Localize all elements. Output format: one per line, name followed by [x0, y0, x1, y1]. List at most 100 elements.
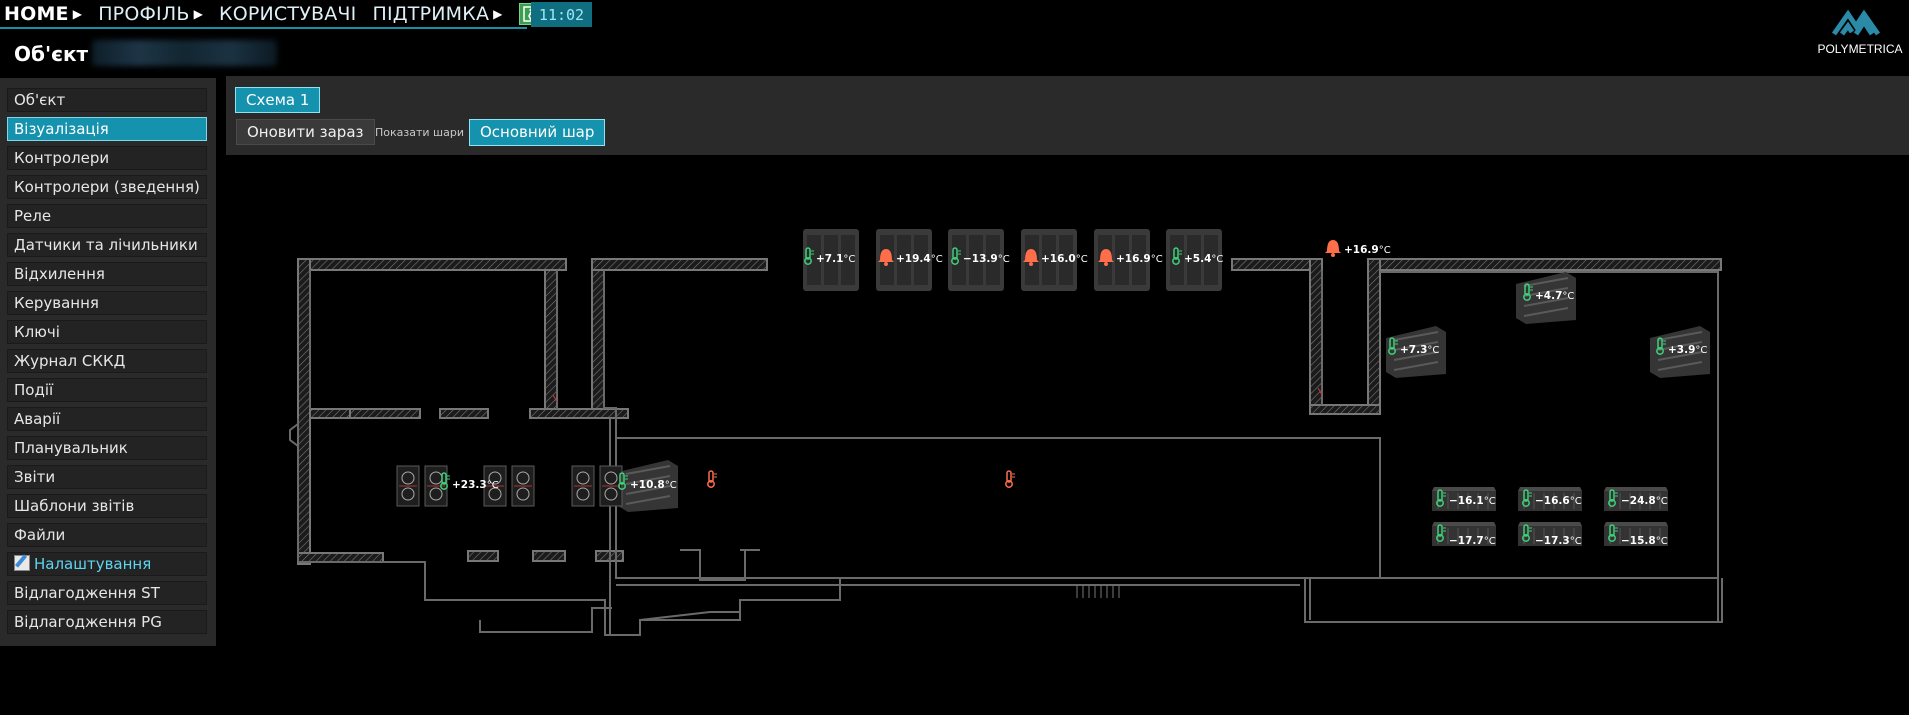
svg-text:−24.8°C: −24.8°C	[1621, 495, 1668, 507]
reading-center-case: +10.8	[630, 479, 665, 491]
sensor-left-room[interactable]: +23.3°C	[440, 472, 499, 491]
reading-right-1: +4.7	[1535, 290, 1562, 302]
sensor-freezer-1[interactable]: −16.1°C	[1436, 489, 1496, 507]
reading-unit: °C	[1211, 254, 1223, 265]
sidebar-item-relays[interactable]: Реле	[7, 204, 207, 228]
edit-icon	[14, 555, 30, 571]
equipment-4	[511, 465, 535, 507]
reading-unit: °C	[1076, 254, 1088, 265]
sensor-right-2[interactable]: +7.3°C	[1388, 337, 1440, 356]
sensor-top-1[interactable]: +7.1°C	[804, 247, 856, 265]
nav-home-arrow-icon: ▶	[72, 6, 83, 21]
reading-unit: °C	[665, 480, 677, 491]
reading-unit: °C	[1695, 345, 1707, 356]
sidebar-item-object[interactable]: Об'єкт	[7, 88, 207, 112]
wall-markers	[552, 387, 1323, 403]
sensor-top-6[interactable]: +5.4°C	[1172, 247, 1224, 265]
svg-text:−17.3°C: −17.3°C	[1535, 535, 1582, 547]
reading-unit: °C	[1484, 536, 1496, 547]
reading-unit: °C	[1562, 291, 1574, 302]
scheme-tab[interactable]: Схема 1	[235, 87, 321, 113]
reading-unit: °C	[998, 254, 1010, 265]
nav-profile-arrow-icon: ▶	[193, 6, 204, 21]
sensor-freezer-3[interactable]: −24.8°C	[1608, 489, 1668, 507]
svg-text:−17.7°C: −17.7°C	[1449, 535, 1496, 547]
sensor-top-2[interactable]: +19.4°C	[878, 249, 943, 266]
reading-unit: °C	[1427, 345, 1439, 356]
sidebar-item-debug-pg[interactable]: Відлагодження PG	[7, 610, 207, 634]
svg-text:+19.4°C: +19.4°C	[896, 253, 943, 265]
svg-text:+3.9°C: +3.9°C	[1668, 344, 1707, 356]
svg-text:−13.9°C: −13.9°C	[963, 253, 1010, 265]
sensor-freezer-2[interactable]: −16.6°C	[1522, 489, 1582, 507]
sensor-top-3[interactable]: −13.9°C	[951, 247, 1010, 265]
reading-top-3: −13.9	[963, 253, 998, 265]
nav-users-label: КОРИСТУВАЧІ	[219, 2, 357, 25]
sidebar-item-control[interactable]: Керування	[7, 291, 207, 315]
sensor-top-5[interactable]: +16.9°C	[1098, 249, 1163, 266]
sidebar-item-controllers-summary[interactable]: Контролери (зведення)	[7, 175, 207, 199]
sensor-freezer-6[interactable]: −15.8°C	[1608, 524, 1668, 547]
reading-freezer-4: −17.7	[1449, 535, 1484, 547]
sensor-top-4[interactable]: +16.0°C	[1023, 249, 1088, 266]
nav-support[interactable]: ПІДТРИМКА ▶	[372, 3, 502, 25]
object-name-redacted	[92, 40, 277, 66]
sidebar-item-alarms[interactable]: Аварії	[7, 407, 207, 431]
sidebar-item-report-templates[interactable]: Шаблони звітів	[7, 494, 207, 518]
sensor-freezer-5[interactable]: −17.3°C	[1522, 524, 1582, 547]
sidebar-item-visualization[interactable]: Візуалізація	[7, 117, 207, 141]
svg-text:+7.3°C: +7.3°C	[1400, 344, 1439, 356]
nav-support-arrow-icon: ▶	[493, 6, 503, 21]
sensor-freezer-4[interactable]: −17.7°C	[1436, 524, 1496, 547]
sensor-right-1[interactable]: +4.7°C	[1523, 283, 1575, 302]
reading-top-6: +5.4	[1184, 253, 1211, 265]
reading-freezer-2: −16.6	[1535, 495, 1570, 507]
svg-text:+23.3°C: +23.3°C	[452, 479, 499, 491]
top-nav: HOME ▶ ПРОФІЛЬ ▶ КОРИСТУВАЧІ ПІДТРИМКА ▶	[0, 0, 549, 27]
sidebar-item-deviations[interactable]: Відхилення	[7, 262, 207, 286]
reading-freezer-5: −17.3	[1535, 535, 1570, 547]
sidebar-item-events[interactable]: Події	[7, 378, 207, 402]
sensor-right-3[interactable]: +3.9°C	[1656, 337, 1708, 356]
sensor-center-case[interactable]: +10.8°C	[618, 472, 677, 491]
svg-text:+16.0°C: +16.0°C	[1041, 253, 1088, 265]
refresh-button[interactable]: Оновити зараз	[236, 119, 375, 145]
sidebar-item-settings-label: Налаштування	[34, 555, 152, 573]
reading-freezer-1: −16.1	[1449, 495, 1484, 507]
reading-unit: °C	[1379, 245, 1391, 256]
sidebar-item-scheduler[interactable]: Планувальник	[7, 436, 207, 460]
sidebar-item-settings[interactable]: Налаштування	[7, 552, 207, 576]
logo: POLYMETRICA	[1817, 8, 1903, 56]
svg-text:+4.7°C: +4.7°C	[1535, 290, 1574, 302]
sidebar-item-debug-st[interactable]: Відлагодження ST	[7, 581, 207, 605]
reading-top-5: +16.9	[1116, 253, 1151, 265]
sidebar-item-reports[interactable]: Звіти	[7, 465, 207, 489]
reading-freezer-6: −15.8	[1621, 535, 1656, 547]
nav-users[interactable]: КОРИСТУВАЧІ	[219, 3, 356, 25]
main-layer-button[interactable]: Основний шар	[469, 119, 606, 146]
reading-corridor: +16.9	[1344, 244, 1379, 256]
sidebar-item-controllers[interactable]: Контролери	[7, 146, 207, 170]
svg-text:+5.4°C: +5.4°C	[1184, 253, 1223, 265]
equipment-5	[571, 465, 595, 507]
nav-home[interactable]: HOME ▶	[4, 3, 82, 25]
sidebar-item-sensors[interactable]: Датчики та лічильники	[7, 233, 207, 257]
page-title: Об'єкт	[14, 42, 89, 66]
nav-profile-label: ПРОФІЛЬ	[98, 2, 190, 25]
equipment-1	[396, 465, 420, 507]
reading-unit: °C	[1151, 254, 1163, 265]
thermometer-alarm-icon[interactable]	[707, 470, 718, 488]
reading-right-2: +7.3	[1400, 344, 1427, 356]
reading-top-2: +19.4	[896, 253, 931, 265]
sidebar-item-files[interactable]: Файли	[7, 523, 207, 547]
sensor-corridor[interactable]: +16.9°C	[1325, 240, 1391, 257]
nav-profile[interactable]: ПРОФІЛЬ ▶	[98, 3, 203, 25]
sidebar-item-keys[interactable]: Ключі	[7, 320, 207, 344]
thermometer-alarm-icon[interactable]	[1005, 470, 1016, 488]
polymetrica-logo-icon	[1831, 9, 1881, 36]
sidebar-item-access-log[interactable]: Журнал СККД	[7, 349, 207, 373]
vent-grate	[1076, 586, 1120, 598]
logo-brand: POLYMETRICA	[1817, 42, 1903, 56]
reading-left-room: +23.3	[452, 479, 487, 491]
